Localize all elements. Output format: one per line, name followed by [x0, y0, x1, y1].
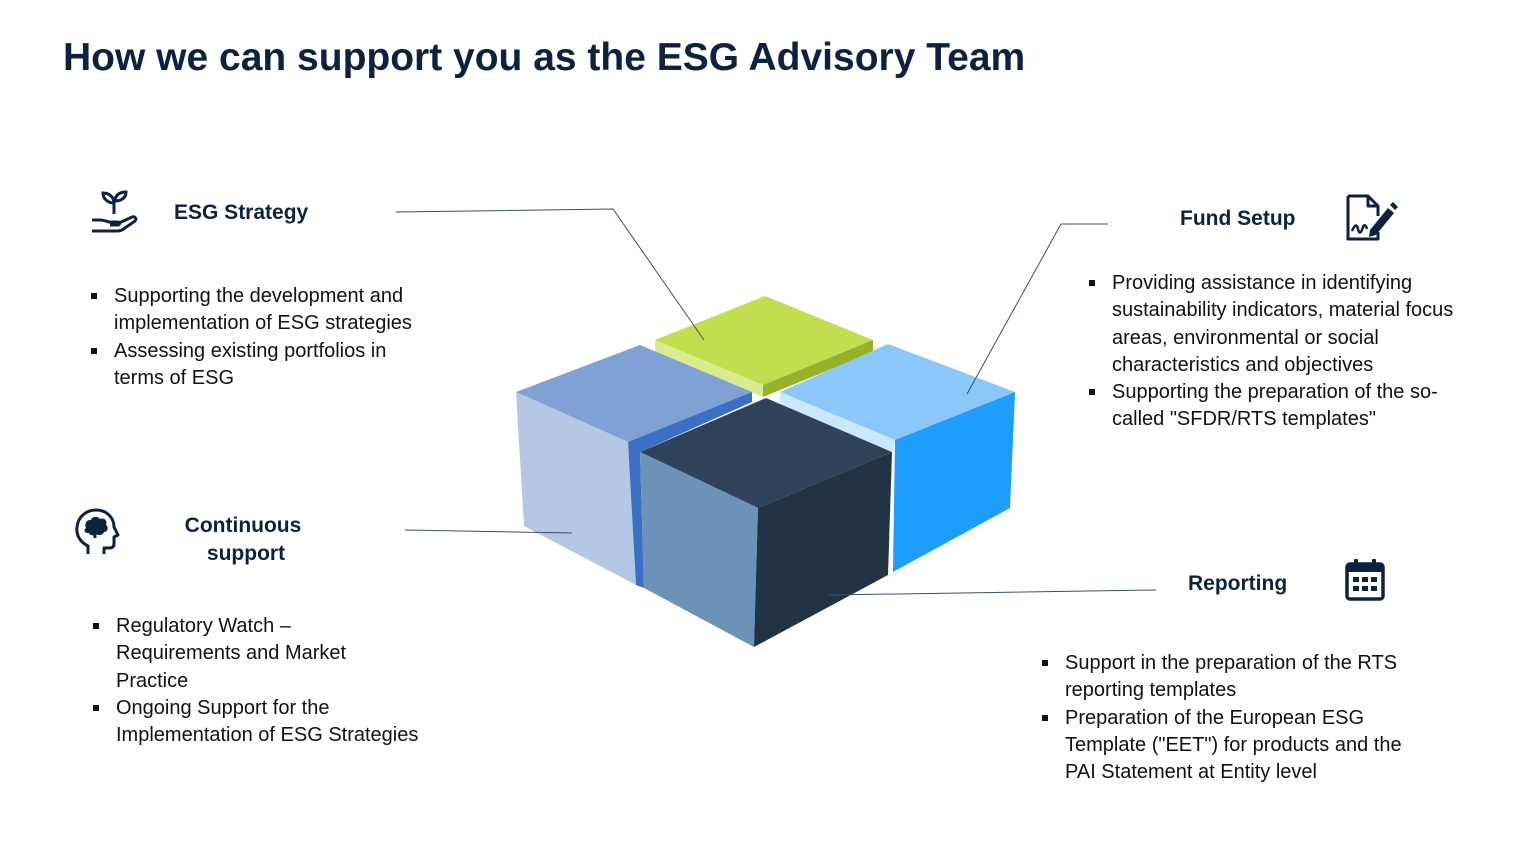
light-blue-cube: [780, 344, 1015, 572]
connector-reporting: [827, 589, 1157, 596]
plant-hand-icon: [90, 190, 140, 239]
list-item: Supporting the preparation of the so-cal…: [1089, 379, 1469, 434]
connector-fund-setup: [966, 223, 1108, 395]
esg-strategy-list: Supporting the development and implement…: [91, 283, 436, 392]
head-brain-icon: [74, 508, 120, 561]
esg-strategy-title: ESG Strategy: [174, 201, 309, 224]
connector-esg-strategy: [395, 208, 705, 341]
document-signature-icon: [1344, 194, 1398, 247]
calendar-icon: [1345, 558, 1387, 607]
list-item: Assessing existing portfolios in terms o…: [91, 338, 436, 393]
continuous-support-title: Continuous support: [180, 512, 306, 568]
list-item: Preparation of the European ESG Template…: [1042, 705, 1422, 787]
green-cube: [655, 296, 873, 397]
connector-continuous-support: [404, 529, 573, 534]
list-item: Support in the preparation of the RTS re…: [1042, 650, 1422, 705]
list-item: Regulatory Watch – Requirements and Mark…: [93, 613, 438, 695]
continuous-support-title-line2: support: [206, 542, 286, 565]
fund-setup-list: Providing assistance in identifying sust…: [1089, 270, 1469, 434]
page-title: How we can support you as the ESG Adviso…: [63, 36, 1026, 79]
navy-cube: [640, 398, 892, 647]
continuous-support-list: Regulatory Watch – Requirements and Mark…: [93, 613, 438, 749]
list-item: Ongoing Support for the Implementation o…: [93, 695, 438, 750]
fund-setup-title: Fund Setup: [1180, 207, 1296, 230]
steel-blue-cube: [516, 345, 752, 588]
continuous-support-title-line1: Continuous: [184, 514, 302, 537]
list-item: Supporting the development and implement…: [91, 283, 436, 338]
list-item: Providing assistance in identifying sust…: [1089, 270, 1469, 379]
reporting-list: Support in the preparation of the RTS re…: [1042, 650, 1422, 786]
reporting-title: Reporting: [1188, 572, 1288, 595]
